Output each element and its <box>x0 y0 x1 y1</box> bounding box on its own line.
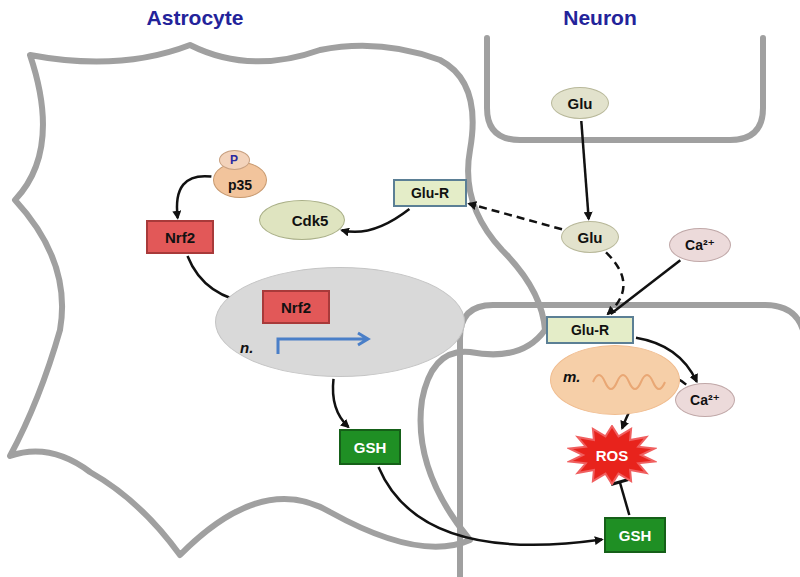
arrow-line <box>581 121 588 219</box>
arrow-line <box>379 467 603 545</box>
mitochondrion: m. <box>550 345 680 415</box>
node-label: Ca²⁺ <box>690 392 720 408</box>
antioxidant: GSH <box>339 429 401 465</box>
ros-burst: ROS <box>567 425 657 485</box>
receptor-box: Glu-R <box>393 179 467 207</box>
node-label: Nrf2 <box>165 229 195 246</box>
ion: Ca²⁺ <box>669 228 731 262</box>
transcription-factor: Nrf2 <box>262 290 330 324</box>
cell-title: Astrocyte <box>147 6 244 30</box>
arrow-line <box>469 204 562 230</box>
node-label: n. <box>240 339 253 356</box>
node-label: P <box>230 153 238 167</box>
phosphate: P <box>219 150 250 170</box>
node-label: ROS <box>596 447 629 464</box>
inhibition-line <box>620 482 630 515</box>
antioxidant: GSH <box>604 517 666 553</box>
postsynaptic-neuron <box>460 305 800 577</box>
node-label: GSH <box>619 527 652 544</box>
node-label: p35 <box>228 167 252 193</box>
node-label: Glu-R <box>411 185 449 201</box>
node-label: GSH <box>354 439 387 456</box>
arrow-line <box>333 379 348 427</box>
node-label: Ca²⁺ <box>685 237 715 253</box>
node-label: Cdk5 <box>276 212 329 229</box>
node-label: m. <box>563 368 581 385</box>
node-label: Glu <box>568 95 593 112</box>
presynaptic-terminal <box>487 38 763 140</box>
arrow-line <box>342 209 410 232</box>
astrocyte-outline <box>10 45 545 555</box>
neurotransmitter: Glu <box>551 87 609 119</box>
node-label: Nrf2 <box>281 299 311 316</box>
nucleus: n. Nrf2 <box>215 267 465 377</box>
transcription-arrow <box>216 268 466 378</box>
kinase: Cdk5 <box>259 200 345 240</box>
node-label: Glu-R <box>571 322 609 338</box>
arrow-line <box>611 260 681 314</box>
cell-title: Neuron <box>563 6 637 30</box>
receptor-box: Glu-R <box>546 316 634 344</box>
neurotransmitter: Glu <box>561 221 619 253</box>
transcription-factor: Nrf2 <box>146 220 214 254</box>
node-label: Glu <box>578 229 603 246</box>
arrow-line <box>177 176 211 218</box>
ion: Ca²⁺ <box>675 383 735 417</box>
